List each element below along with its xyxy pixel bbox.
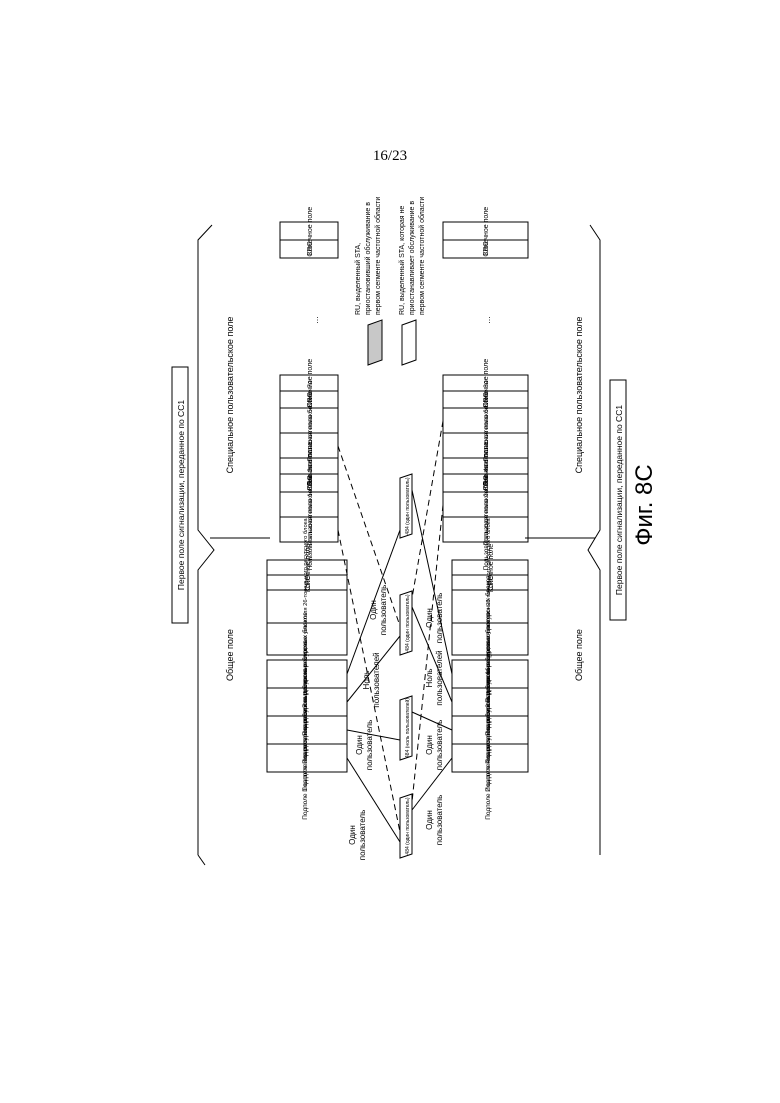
svg-text:Один: Один: [369, 600, 378, 620]
user-bottom-group: Пользовательское поле 2a Пользовательско…: [443, 207, 528, 571]
ellipsis-top: ...: [310, 316, 320, 324]
cc1-title-top: Первое поле сигнализации, переданное по …: [176, 400, 186, 590]
svg-text:Один: Один: [425, 810, 434, 830]
svg-text:пользователь: пользователь: [365, 720, 374, 771]
svg-text:пользователь: пользователь: [379, 585, 388, 636]
svg-text:484 (один пользователь): 484 (один пользователь): [405, 797, 411, 854]
legend-active-swatch: [402, 320, 416, 365]
svg-text:Ноль: Ноль: [362, 671, 371, 690]
special-field-bottom: Специальное пользовательское поле: [574, 317, 584, 474]
svg-text:приостановивший обслуживание в: приостановивший обслуживание в: [364, 202, 372, 315]
common-bottom-group: Подполе 2 выделения ресурсных блоков Под…: [452, 518, 528, 820]
svg-text:первом сегменте частотной обла: первом сегменте частотной области: [374, 197, 382, 315]
ru-row: 484 (один пользователь) 484 (ноль пользо…: [400, 474, 412, 858]
svg-text:пользователей: пользователей: [372, 652, 381, 707]
legend: RU, выделенный STA, приостановивший обсл…: [354, 197, 426, 365]
final-end-top: Конечное поле: [307, 207, 314, 255]
common-field-top: Общее поле: [225, 629, 235, 681]
svg-text:Один: Один: [425, 735, 434, 755]
svg-text:484 (ноль пользователей): 484 (ноль пользователей): [404, 698, 411, 758]
svg-text:Один: Один: [355, 735, 364, 755]
figure-caption: Фиг. 8С: [631, 464, 659, 546]
svg-text:пользователь: пользователь: [358, 810, 367, 861]
cc1-title-bottom: Первое поле сигнализации, переданное по …: [614, 405, 624, 595]
svg-text:первом сегменте частотной обла: первом сегменте частотной области: [418, 197, 426, 315]
svg-text:пользователь: пользователь: [435, 795, 444, 846]
user-top-group: Пользовательское поле 1a Пользовательско…: [280, 207, 338, 571]
user-end-2-top: Конечное поле: [307, 359, 314, 407]
ellipsis-bottom: ...: [482, 316, 492, 324]
legend-suspended-swatch: [368, 320, 382, 365]
svg-text:пользователь: пользователь: [435, 720, 444, 771]
svg-text:Ноль: Ноль: [425, 669, 434, 688]
user-counts: Один пользователь Один пользователь Ноль…: [348, 585, 444, 861]
svg-text:484 (один пользователь): 484 (один пользователь): [405, 594, 411, 651]
svg-text:пользователей: пользователей: [435, 650, 444, 705]
svg-text:RU, выделенный STA, которая не: RU, выделенный STA, которая не: [398, 206, 406, 315]
common-field-bottom: Общее поле: [574, 629, 584, 681]
svg-text:484 (один пользователь): 484 (один пользователь): [405, 477, 411, 534]
final-end-bottom: Конечное поле: [483, 207, 490, 255]
special-field-top: Специальное пользовательское поле: [225, 317, 235, 474]
svg-text:пользователь: пользователь: [435, 593, 444, 644]
svg-text:Один: Один: [348, 825, 357, 845]
brace-top-right: [198, 855, 205, 865]
user-end-2-bottom: Конечное поле: [483, 359, 490, 407]
brace-top: [198, 225, 214, 855]
svg-text:RU, выделенный STA,: RU, выделенный STA,: [354, 243, 362, 315]
svg-text:Один: Один: [425, 608, 434, 628]
brace-bottom: [588, 225, 600, 855]
svg-text:приостанавливает обслуживание: приостанавливает обслуживание в: [408, 201, 416, 315]
